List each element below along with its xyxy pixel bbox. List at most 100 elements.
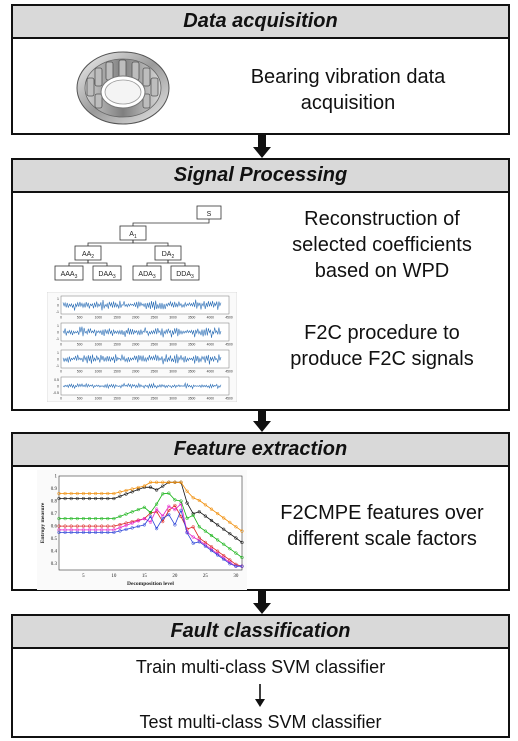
- x-tick-label: 10: [111, 574, 117, 579]
- x-tick-label: 0: [60, 343, 62, 347]
- svg-text:AAA3: AAA3: [61, 271, 78, 280]
- tree-node-label: DA: [162, 251, 172, 258]
- svg-text:DAA3: DAA3: [98, 271, 115, 280]
- signal-trace: [62, 382, 222, 390]
- y-tick-label: 0.5: [51, 537, 58, 542]
- plot-area: [58, 475, 243, 571]
- signal-trace: [62, 299, 222, 311]
- x-tick-label: 25: [203, 574, 209, 579]
- x-tick-label: 4000: [207, 343, 215, 347]
- x-tick-label: 3500: [188, 316, 196, 320]
- stage-title: Feature extraction: [13, 434, 508, 467]
- stage-text: Bearing vibration data acquisition: [250, 66, 446, 114]
- svg-text:DA2: DA2: [162, 251, 175, 260]
- y-tick-label: 0.6: [51, 525, 58, 530]
- stage-title: Signal Processing: [13, 160, 508, 193]
- y-tick-label: 0: [57, 304, 59, 308]
- wpd-tree-diagram: S A1 AA2 DA2 AAA3 DAA3 ADA3 DDA3: [54, 205, 222, 281]
- x-tick-label: 4500: [225, 343, 233, 347]
- x-tick-label: 0: [60, 370, 62, 374]
- signal-trace: [62, 326, 222, 338]
- arrow-down-icon: [253, 411, 271, 432]
- y-tick-label: 0.4: [51, 550, 58, 555]
- y-tick-label: 1: [57, 351, 59, 355]
- tree-node-label: AA: [82, 251, 92, 258]
- x-tick-label: 15: [142, 574, 148, 579]
- arrow-down-icon: [255, 684, 265, 707]
- bearing-image: [76, 51, 170, 125]
- x-tick-label: 3500: [188, 397, 196, 401]
- y-axis-label: Entropy measure: [40, 502, 46, 543]
- x-tick-label: 3000: [169, 343, 177, 347]
- signal-trace: [62, 354, 222, 365]
- y-tick-label: 0.7: [51, 512, 58, 517]
- y-tick-label: -1: [56, 337, 59, 341]
- x-tick-label: 0: [60, 316, 62, 320]
- x-tick-label: 4000: [207, 316, 215, 320]
- x-tick-label: 2500: [151, 343, 159, 347]
- x-tick-label: 500: [77, 343, 83, 347]
- tree-node-label: ADA: [138, 271, 153, 278]
- y-tick-label: -1: [56, 310, 59, 314]
- x-tick-label: 4500: [225, 370, 233, 374]
- x-tick-label: 4500: [225, 397, 233, 401]
- y-tick-label: 0: [57, 385, 59, 389]
- x-tick-label: 20: [172, 574, 178, 579]
- y-tick-label: 0.5: [54, 378, 59, 382]
- y-tick-label: 0.8: [51, 500, 58, 505]
- x-tick-label: 2000: [132, 343, 140, 347]
- stage-text: F2CMPE features over different scale fac…: [280, 502, 484, 550]
- x-tick-label: 3000: [169, 370, 177, 374]
- tree-node-label: S: [207, 211, 212, 218]
- arrow-down-icon: [253, 591, 271, 614]
- stage-text: F2C procedure to produce F2C signals: [290, 322, 474, 370]
- x-tick-label: 2500: [151, 370, 159, 374]
- x-tick-label: 1000: [95, 316, 103, 320]
- x-tick-label: 0: [60, 397, 62, 401]
- stage-text: Test multi-class SVM classifier: [139, 712, 382, 732]
- x-tick-label: 30: [233, 574, 239, 579]
- y-tick-label: 1: [57, 297, 59, 301]
- x-tick-label: 1000: [95, 370, 103, 374]
- x-tick-label: 2500: [151, 397, 159, 401]
- y-tick-label: 0: [57, 331, 59, 335]
- x-tick-label: 1500: [113, 370, 121, 374]
- x-tick-label: 4500: [225, 316, 233, 320]
- x-tick-label: 3000: [169, 397, 177, 401]
- x-tick-label: 500: [77, 370, 83, 374]
- tree-node-label: AAA: [61, 271, 75, 278]
- entropy-series: [57, 480, 244, 533]
- y-tick-label: -0.5: [53, 391, 59, 395]
- tree-node-label: A: [129, 231, 134, 238]
- stage-feature-extraction: Feature extraction 1 0.9 0.8 0.7 0.6 0.5 0.4 0.…: [11, 432, 510, 591]
- svg-text:A1: A1: [129, 231, 137, 240]
- x-tick-label: 5: [82, 574, 85, 579]
- tree-node-label: DAA: [98, 271, 113, 278]
- x-tick-label: 500: [77, 397, 83, 401]
- x-tick-label: 4000: [207, 397, 215, 401]
- y-tick-label: 0.9: [51, 487, 58, 492]
- x-tick-label: 1500: [113, 397, 121, 401]
- x-tick-label: 2500: [151, 316, 159, 320]
- y-tick-label: 0.3: [51, 562, 58, 567]
- x-tick-label: 2000: [132, 397, 140, 401]
- svg-text:AA2: AA2: [82, 251, 94, 260]
- stage-title: Fault classification: [13, 616, 508, 649]
- stage-text: Train multi-class SVM classifier: [135, 657, 386, 677]
- x-tick-label: 500: [77, 316, 83, 320]
- y-tick-label: 1: [55, 475, 58, 480]
- x-tick-label: 3500: [188, 370, 196, 374]
- x-tick-label: 1500: [113, 343, 121, 347]
- x-tick-label: 2000: [132, 370, 140, 374]
- svg-text:DDA3: DDA3: [176, 271, 194, 280]
- arrow-down-icon: [253, 135, 271, 158]
- stage-fault-classification: Fault classification Train multi-class S…: [11, 614, 510, 738]
- x-tick-label: 1000: [95, 397, 103, 401]
- entropy-series: [57, 508, 244, 568]
- x-tick-label: 1500: [113, 316, 121, 320]
